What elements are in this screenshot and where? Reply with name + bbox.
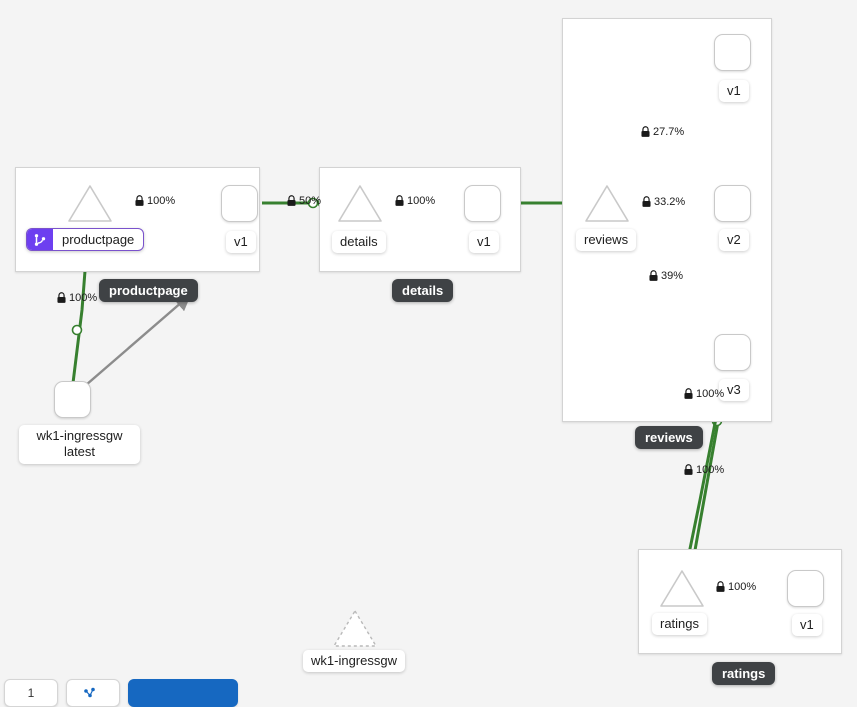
primary-action-button[interactable] <box>128 679 238 707</box>
edge-waypoint-icon <box>71 324 83 336</box>
node-reviews-v1[interactable] <box>714 34 751 71</box>
graph-fit-icon <box>84 687 95 698</box>
edge-ingress-grey[interactable] <box>85 293 192 386</box>
node-label-ratings-service[interactable]: ratings <box>652 613 708 636</box>
zoom-level-button[interactable]: 1 <box>4 679 58 707</box>
route-branch-icon <box>27 229 53 250</box>
service-triangle-icon <box>338 185 382 222</box>
node-label-ghost-wk1-ingressgw: wk1-ingressgw <box>303 650 405 673</box>
node-ratings-v1[interactable] <box>787 570 824 607</box>
node-label-reviews-v3[interactable]: v3 <box>719 379 749 402</box>
node-label-reviews-v2[interactable]: v2 <box>719 229 749 252</box>
service-triangle-dashed-icon <box>333 610 377 647</box>
node-label-wk1-ingressgw[interactable]: wk1-ingressgw latest <box>19 425 140 464</box>
edge-waypoint-icon <box>307 197 319 209</box>
node-label-ratings-v1[interactable]: v1 <box>792 614 822 637</box>
node-wk1-ingressgw[interactable] <box>54 381 91 418</box>
service-triangle-icon <box>585 185 629 222</box>
bottom-toolbar[interactable]: 1 <box>0 679 857 707</box>
node-label-productpage-service[interactable]: productpage <box>26 228 145 251</box>
tooltip-reviews: reviews <box>635 426 703 449</box>
zoom-level-text: 1 <box>27 686 35 700</box>
service-triangle-icon <box>660 570 704 607</box>
cluster-productpage[interactable] <box>15 167 260 272</box>
node-label-text: productpage <box>62 232 135 247</box>
fit-to-screen-button[interactable] <box>66 679 120 707</box>
node-label-reviews-v1[interactable]: v1 <box>719 80 749 103</box>
service-triangle-icon <box>68 185 112 222</box>
node-label-details-service[interactable]: details <box>332 231 386 254</box>
tooltip-productpage: productpage <box>99 279 198 302</box>
node-label-productpage-v1[interactable]: v1 <box>226 231 256 254</box>
node-label-reviews-service[interactable]: reviews <box>576 229 637 252</box>
node-label-details-v1[interactable]: v1 <box>469 231 499 254</box>
node-reviews-v3[interactable] <box>714 334 751 371</box>
tooltip-details: details <box>392 279 454 302</box>
tooltip-ratings: ratings <box>712 662 776 685</box>
node-ghost-wk1-ingressgw[interactable] <box>331 608 379 655</box>
node-details-v1[interactable] <box>464 185 501 222</box>
node-reviews-v2[interactable] <box>714 185 751 222</box>
node-productpage-v1[interactable] <box>221 185 258 222</box>
